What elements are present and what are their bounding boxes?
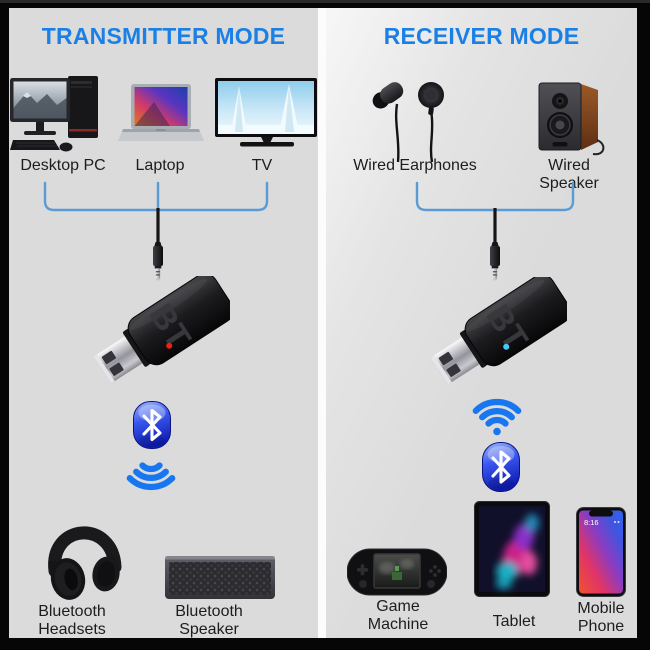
game-machine-icon [347,548,447,596]
bt-usb-dongle: BT [430,277,567,385]
top-frame-strip [0,0,650,3]
output-label: Bluetooth Speaker [175,603,243,639]
output-label: Bluetooth Headsets [38,603,106,639]
receiver-panel: RECEIVER MODE Wired Earphones Wired Spea… [326,8,637,638]
tablet-icon [474,501,550,597]
audio-cable-jack [490,208,500,281]
source-label: Laptop [135,157,185,174]
output-label: Game Machine [367,598,429,634]
tv-icon [215,78,317,147]
transmitter-panel: TRANSMITTER MODE Deskt [9,8,318,638]
audio-cable-jack [153,208,163,281]
bt-usb-dongle: BT [93,276,230,384]
dongle-led [166,342,173,349]
signal-up-icon [472,398,522,436]
source-label: TV [251,157,273,174]
receiver-title: RECEIVER MODE [383,23,580,49]
desktop-pc-icon [10,76,98,152]
source-label: Desktop PC [20,157,106,174]
panel-divider [318,8,326,638]
output-label: Tablet [492,613,536,630]
bluetooth-speaker-icon [165,556,275,599]
signal-dot [493,427,501,436]
transmitter-title: TRANSMITTER MODE [41,23,286,49]
bluetooth-headsets-icon [48,526,122,600]
mobile-phone-icon: 8:16 [576,507,626,597]
laptop-icon [118,84,204,141]
dongle-led [503,343,510,350]
signal-down-icon [126,462,176,491]
source-label: Wired Speaker [539,157,599,193]
phone-clock: 8:16 [584,518,599,527]
connector-bracket [43,181,269,212]
wired-earphones-icon [372,82,444,163]
source-label: Wired Earphones [353,157,477,174]
output-label: Mobile Phone [577,600,625,636]
bluetooth-icon [482,442,520,492]
wired-speaker-icon [538,82,605,156]
bluetooth-icon [133,401,171,449]
